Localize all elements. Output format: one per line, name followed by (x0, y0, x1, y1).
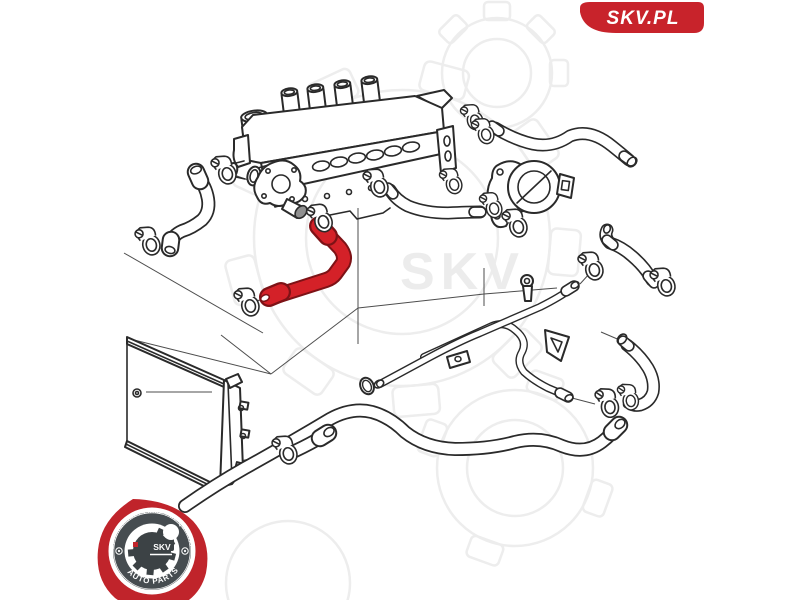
upper-right-hose (486, 120, 638, 168)
seal-separator-icon (115, 547, 189, 555)
logo-background (580, 2, 704, 33)
radiator-clip (132, 388, 142, 398)
hose-clamp (616, 381, 641, 413)
hose-clamp (132, 223, 163, 259)
cylinder-stub (333, 79, 354, 108)
highlighted-coolant-hose (259, 216, 344, 307)
cylinder-stub (280, 87, 301, 116)
pipe-bracket (446, 350, 471, 369)
radiator-outlet-stub (295, 423, 338, 451)
coolant-pipes (359, 274, 580, 403)
hose-clamp (575, 248, 606, 284)
seal-gear-icon: SKV (127, 524, 179, 576)
right-heater-hose (603, 224, 660, 289)
bottom-long-hose (185, 411, 629, 506)
seal-center-text: SKV (153, 542, 171, 552)
hose-clamp (360, 165, 391, 201)
watermark-text: SKV (400, 243, 525, 301)
engine-block (227, 75, 457, 220)
quality-seal: SKV AFTERMARKET PRICE . OE QUALITY AUTO … (97, 499, 208, 600)
cylinder-stub (360, 75, 381, 104)
o-ring (359, 376, 375, 396)
hose-clamp (231, 284, 262, 320)
hose-clamp (437, 165, 465, 198)
engine-to-throttle-hose (382, 182, 487, 213)
thermostat-housing (227, 159, 308, 220)
radiator (124, 336, 251, 493)
pipe-flag-bracket (544, 329, 570, 362)
throttle-body (486, 160, 575, 229)
logo-text: SKV.PL (607, 8, 680, 29)
hose-clamp (593, 385, 621, 420)
s-shaped-hose (160, 162, 208, 258)
skv-logo-badge: SKV.PL (580, 2, 704, 33)
